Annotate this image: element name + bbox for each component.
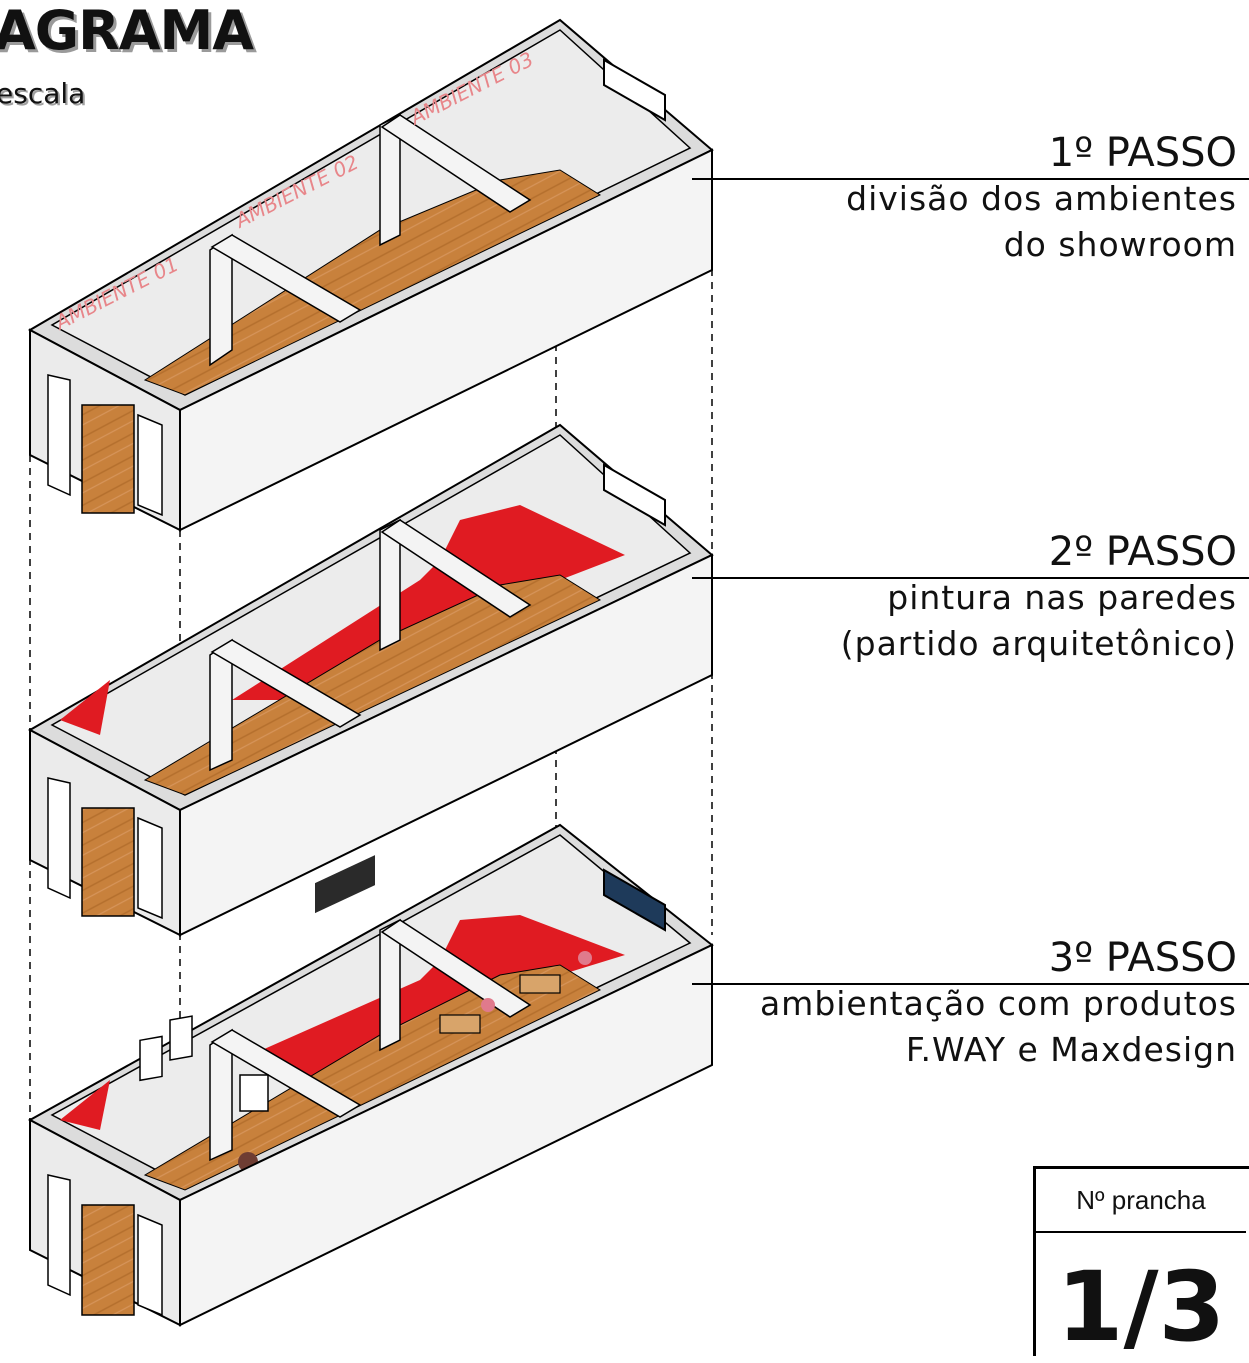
prancha-box: Nº prancha 1/3 <box>1033 1166 1249 1356</box>
box-step-1: AMBIENTE 01 AMBIENTE 02 AMBIENTE 03 <box>27 18 714 532</box>
step-1: 1º PASSO divisão dos ambientes do showro… <box>846 130 1237 268</box>
box-step-3 <box>27 823 714 1327</box>
diagram-subtitle: escala <box>0 77 86 110</box>
step-2-title: 2º PASSO <box>1048 529 1237 575</box>
step-2-description: pintura nas paredes (partido arquitetôni… <box>841 575 1237 667</box>
step-3-line-1: ambientação com produtos <box>759 984 1237 1023</box>
step-3-title: 3º PASSO <box>1048 935 1237 981</box>
step-2-line-2: (partido arquitetônico) <box>840 624 1237 663</box>
step-3-line-2: F.WAY e Maxdesign <box>905 1030 1237 1069</box>
step-2: 2º PASSO pintura nas paredes (partido ar… <box>841 529 1237 667</box>
isometric-diagram: AMBIENTE 01 AMBIENTE 02 AMBIENTE 03 <box>27 18 1249 1327</box>
step-3-description: ambientação com produtos F.WAY e Maxdesi… <box>760 981 1237 1073</box>
prancha-label: Nº prancha <box>1036 1169 1246 1233</box>
step-3: 3º PASSO ambientação com produtos F.WAY … <box>760 935 1237 1073</box>
box-step-2 <box>27 423 714 937</box>
step-1-line-2: do showroom <box>1003 225 1237 264</box>
step-1-line-1: divisão dos ambientes <box>846 179 1237 218</box>
step-1-title: 1º PASSO <box>1048 130 1237 176</box>
step-1-description: divisão dos ambientes do showroom <box>846 176 1237 268</box>
step-2-line-1: pintura nas paredes <box>887 578 1237 617</box>
diagram-title: AGRAMA <box>0 0 254 62</box>
prancha-number: 1/3 <box>1056 1251 1226 1363</box>
